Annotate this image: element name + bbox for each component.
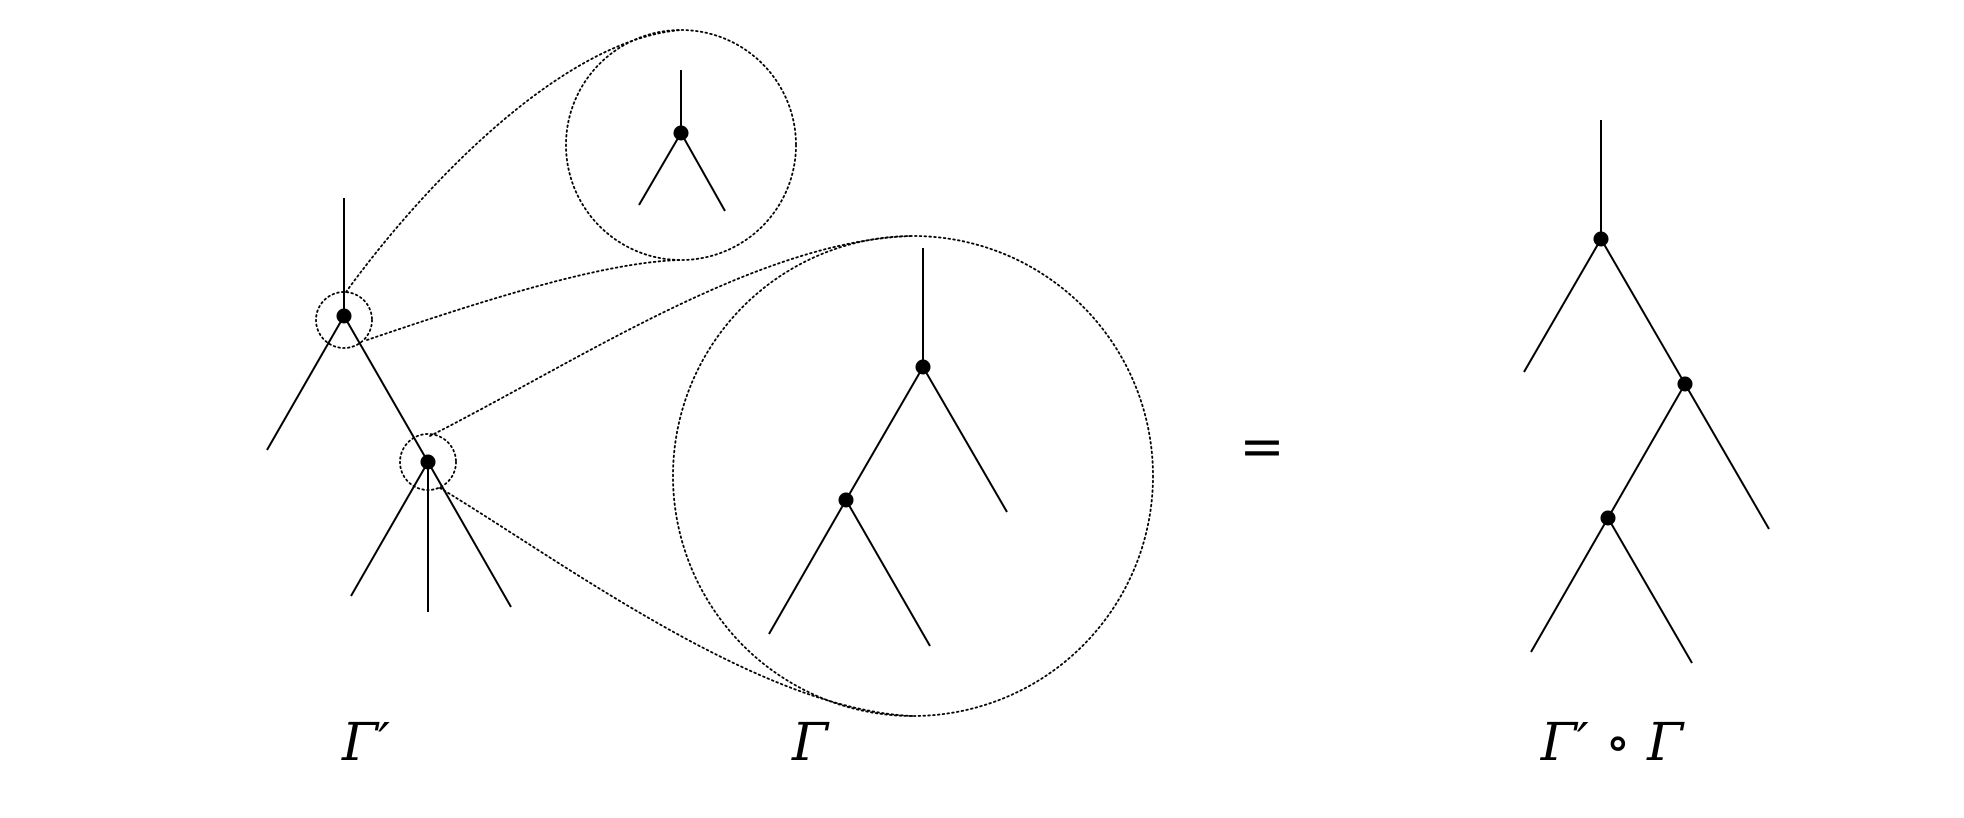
gamma-top-vertex	[915, 359, 931, 375]
composition-leaf-3	[1530, 517, 1609, 653]
tree-gamma	[768, 248, 1008, 647]
gamma-prime-leaf-1	[350, 461, 429, 597]
composition-left-leaf	[1523, 238, 1602, 373]
gamma-prime-lower-vertex	[420, 454, 436, 470]
composition-vertex-2	[1677, 376, 1693, 392]
connector-large-lower	[439, 487, 914, 717]
equals-sign: =	[1239, 415, 1284, 478]
gamma-prime-lower-vertex-highlight	[399, 433, 457, 491]
gamma-prime-inner-edge	[343, 315, 429, 463]
composition-leaf-4	[1607, 517, 1693, 664]
composition-vertex-1	[1593, 231, 1609, 247]
gamma-leaf-2	[845, 499, 931, 647]
composition-edge-2	[1607, 383, 1686, 519]
zoom-bubble-large	[672, 235, 1154, 717]
connector-small-lower	[366, 259, 682, 341]
gamma-leaf-1	[768, 499, 847, 635]
zoom-bubble-small-outline	[565, 29, 797, 261]
composition-right-leaf	[1684, 383, 1770, 530]
label-composition: Γ′ ∘ Γ	[1540, 713, 1685, 773]
gamma-prime-top-vertex-highlight	[315, 291, 373, 349]
small-corolla-right-leaf	[680, 132, 726, 212]
gamma-prime-left-leaf	[266, 315, 345, 451]
zoom-bubble-large-outline	[672, 235, 1154, 717]
composition-vertex-3	[1600, 510, 1616, 526]
gamma-prime-top-vertex	[336, 308, 352, 324]
composition-edge-1	[1600, 238, 1686, 385]
connector-large-upper	[429, 235, 914, 437]
zoom-bubble-small	[565, 29, 797, 261]
label-gamma-prime: Γ′	[341, 713, 390, 773]
small-corolla-vertex	[673, 125, 689, 141]
gamma-lower-vertex	[838, 492, 854, 508]
gamma-inner-edge	[845, 366, 924, 501]
tree-gamma-prime	[266, 198, 512, 612]
small-corolla-left-leaf	[638, 132, 682, 206]
gamma-right-leaf	[922, 366, 1008, 513]
tree-composition	[1523, 120, 1770, 664]
gamma-prime-leaf-3	[427, 461, 512, 608]
connector-small-upper	[345, 29, 682, 293]
label-gamma: Γ	[791, 713, 830, 773]
